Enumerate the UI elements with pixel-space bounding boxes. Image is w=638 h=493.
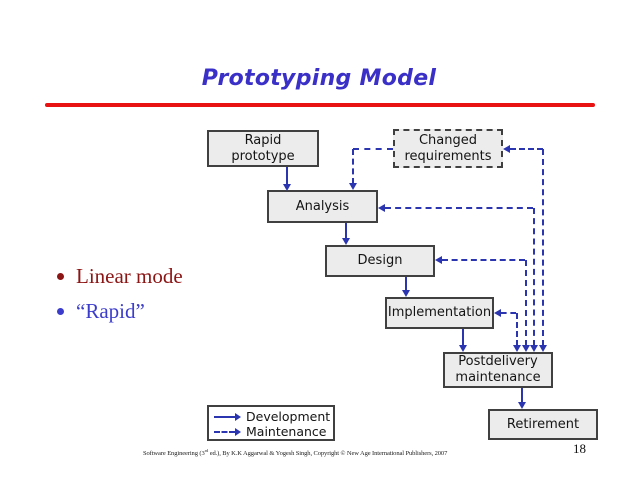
legend-label: Maintenance	[246, 424, 327, 439]
bullet-text: Linear mode	[76, 264, 183, 288]
footer-text-post: ed.), By K.K Aggarwal & Yogesh Singh, Co…	[208, 450, 448, 458]
footer-ordinal: rd	[204, 448, 209, 453]
dashed-loop-implementation-head-icon	[494, 309, 501, 317]
arrow-design-to-implementation-line	[405, 277, 407, 291]
footer-citation: Software Engineering (3rd ed.), By K.K A…	[143, 448, 447, 457]
arrow-rapid-to-analysis-head-icon	[283, 184, 291, 191]
page-title: Prototyping Model	[201, 66, 437, 91]
legend-item-maintenance: Maintenance	[214, 424, 328, 439]
dashed-arrow-icon	[214, 427, 241, 436]
dashed-loop-analysis-vline	[533, 208, 535, 346]
arrow-analysis-to-design-line	[345, 223, 347, 239]
dashed-changedreq-to-analysis-hline	[353, 148, 393, 150]
legend-box: Development Maintenance	[207, 405, 335, 441]
page-number: 18	[573, 441, 586, 456]
dashed-loop-analysis-hline	[385, 207, 533, 209]
node-retirement: Retirement	[488, 409, 598, 440]
dashed-loop-changedreq-hline	[510, 148, 543, 150]
dashed-loop-design-down-head-icon	[522, 345, 530, 352]
node-design: Design	[325, 245, 435, 277]
node-changed-requirements: Changed requirements	[393, 129, 503, 168]
dashed-loop-design-vline	[525, 260, 527, 346]
dashed-loop-changedreq-head-icon	[503, 145, 510, 153]
bullet-rapid: “Rapid”	[57, 299, 145, 324]
bullet-linear-mode: Linear mode	[57, 264, 183, 289]
arrow-analysis-to-design-head-icon	[342, 238, 350, 245]
arrow-postdelivery-to-retirement-line	[521, 388, 523, 403]
node-rapid-prototype: Rapid prototype	[207, 130, 319, 167]
bullet-text: “Rapid”	[76, 299, 145, 323]
dashed-loop-changedreq-down-head-icon	[539, 345, 547, 352]
node-postdelivery-maintenance: Postdelivery maintenance	[443, 352, 553, 388]
dashed-loop-analysis-down-head-icon	[530, 345, 538, 352]
dashed-loop-implementation-vline	[516, 313, 518, 346]
arrow-rapid-to-analysis-line	[286, 167, 288, 184]
dashed-changedreq-to-analysis-head-icon	[349, 183, 357, 190]
dashed-loop-design-head-icon	[435, 256, 442, 264]
bullet-dot-icon	[57, 308, 64, 315]
legend-item-development: Development	[214, 409, 331, 424]
title-underline-rule	[45, 103, 595, 107]
dashed-loop-implementation-down-head-icon	[513, 345, 521, 352]
footer-text-pre: Software Engineering (3	[143, 450, 205, 458]
dashed-loop-design-hline	[442, 259, 525, 261]
solid-arrow-icon	[214, 412, 241, 421]
dashed-loop-implementation-hline	[501, 312, 516, 314]
legend-label: Development	[246, 409, 331, 424]
dashed-changedreq-to-analysis-vline	[352, 149, 354, 184]
bullet-dot-icon	[57, 273, 64, 280]
node-implementation: Implementation	[385, 297, 494, 329]
arrow-implementation-to-postdelivery-head-icon	[459, 345, 467, 352]
arrow-implementation-to-postdelivery-line	[462, 329, 464, 346]
dashed-loop-analysis-head-icon	[378, 204, 385, 212]
arrow-postdelivery-to-retirement-head-icon	[518, 402, 526, 409]
arrow-design-to-implementation-head-icon	[402, 290, 410, 297]
node-analysis: Analysis	[267, 190, 378, 223]
dashed-loop-changedreq-vline	[542, 149, 544, 346]
